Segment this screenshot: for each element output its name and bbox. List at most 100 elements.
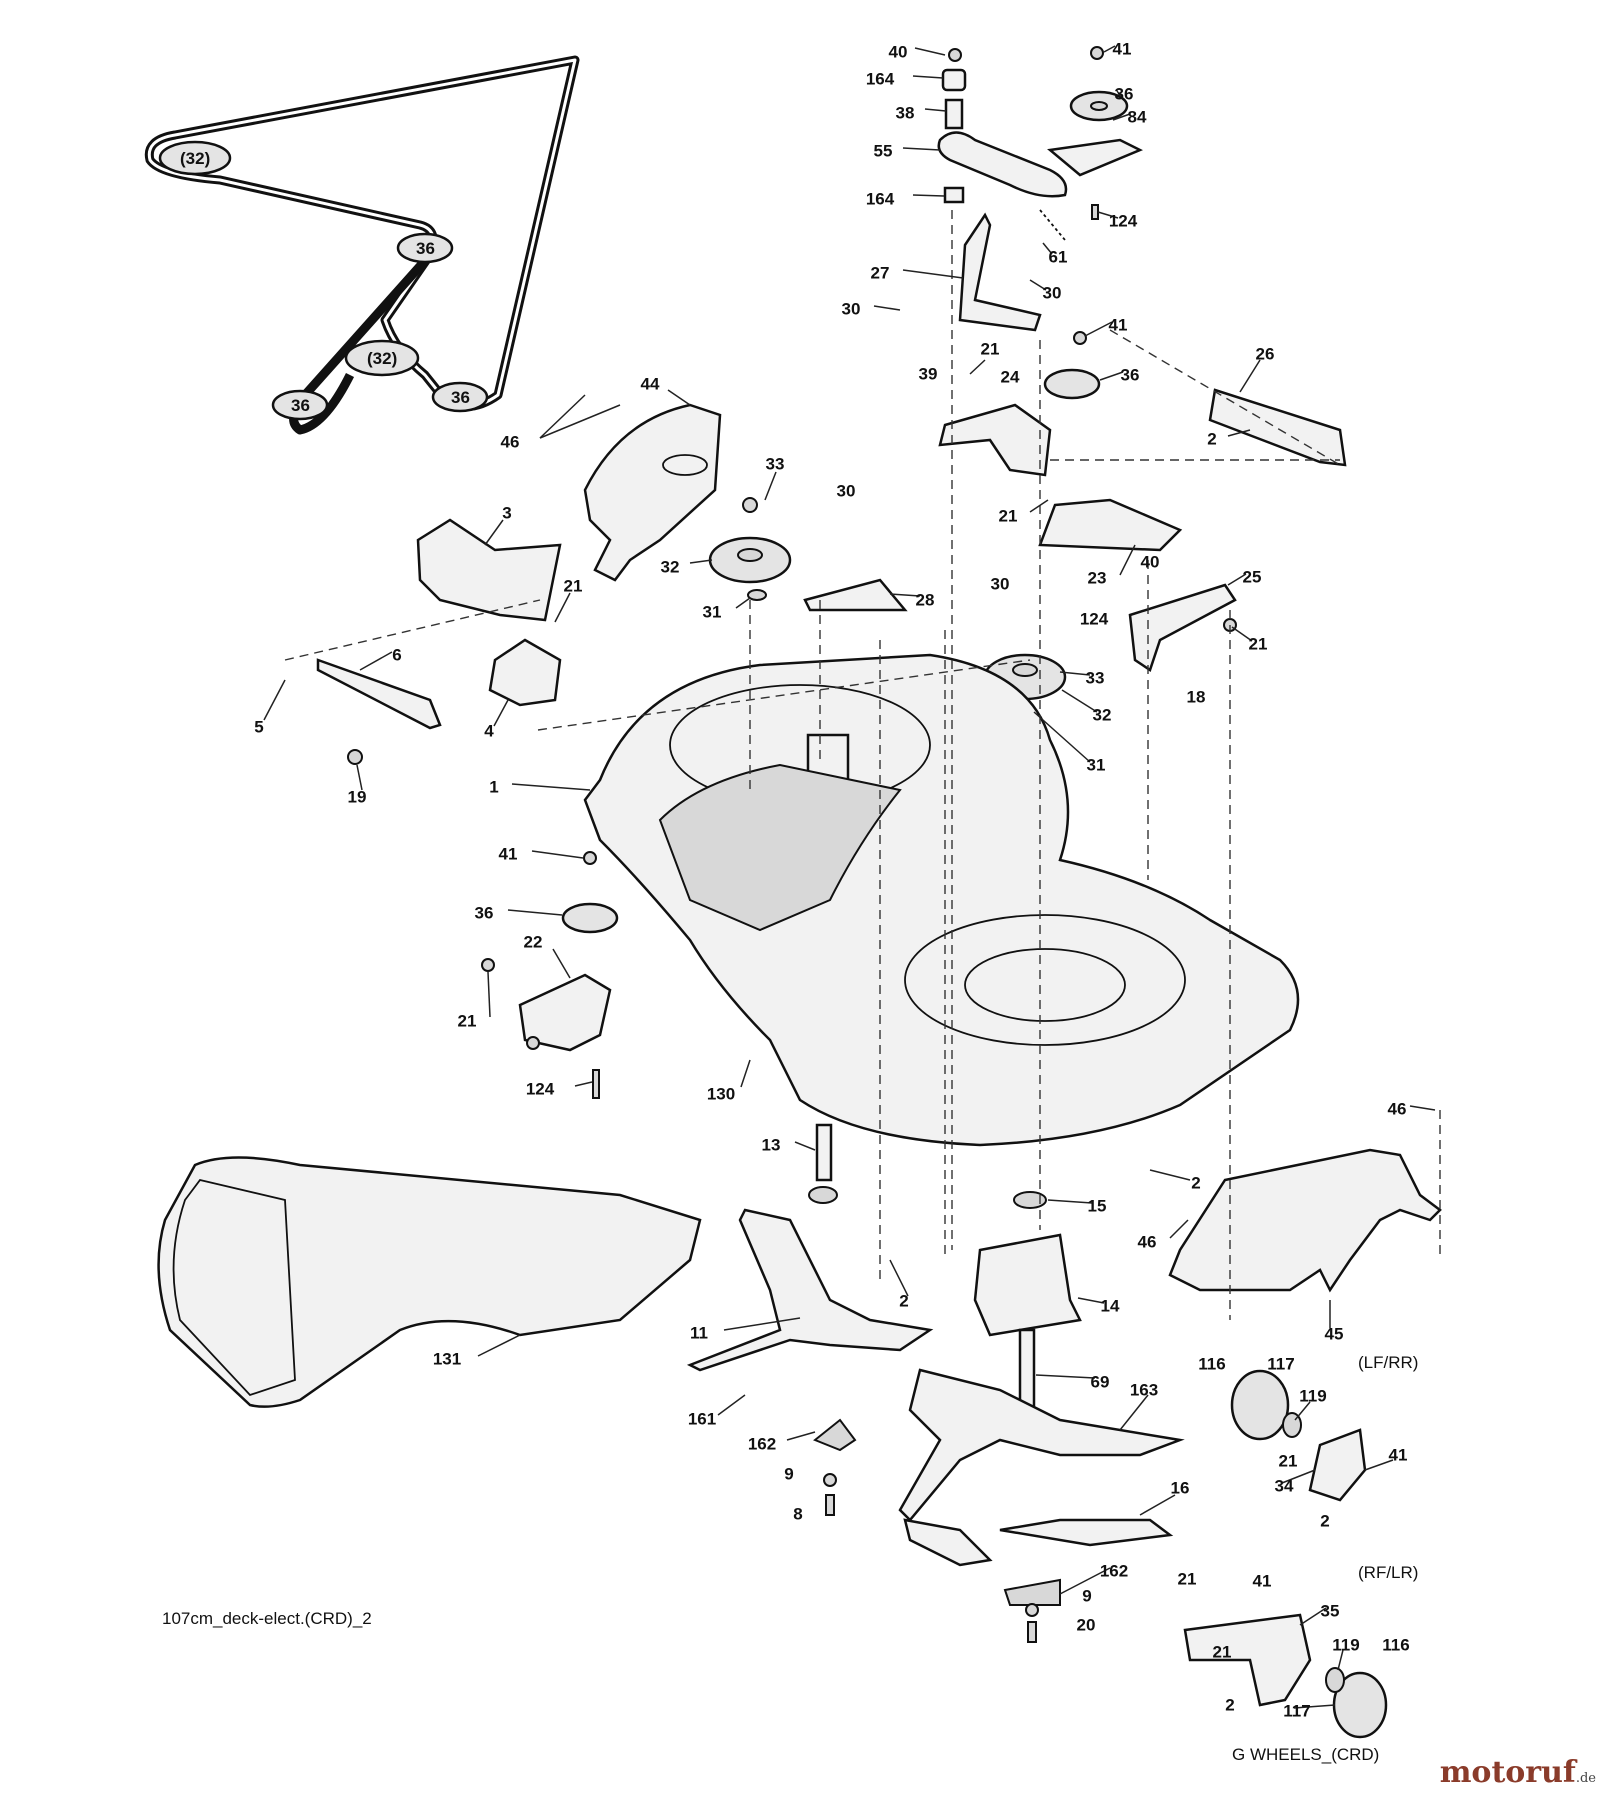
baffle-45 bbox=[1168, 1148, 1442, 1293]
part-callout-36: 36 bbox=[1115, 84, 1134, 103]
part-callout-40: 40 bbox=[889, 42, 908, 61]
part-callout-163: 163 bbox=[1130, 1380, 1158, 1399]
left-lower-parts bbox=[481, 851, 619, 1099]
part-callout-30: 30 bbox=[1043, 283, 1062, 302]
part-callout-2: 2 bbox=[899, 1291, 908, 1310]
part-callout-116: 116 bbox=[1198, 1354, 1225, 1373]
part-callout-124: 124 bbox=[526, 1079, 555, 1098]
part-callout-41: 41 bbox=[1253, 1571, 1272, 1590]
wheel-note-rf-lr: (RF/LR) bbox=[1358, 1563, 1418, 1582]
part-callout-162: 162 bbox=[748, 1434, 776, 1453]
watermark-logo: motoruf.de bbox=[1440, 1755, 1596, 1790]
part-callout-117: 117 bbox=[1267, 1354, 1294, 1373]
part-callout-21: 21 bbox=[564, 576, 583, 595]
part-callout-4: 4 bbox=[484, 721, 494, 740]
part-callout-41: 41 bbox=[1109, 315, 1128, 334]
part-callout-9: 9 bbox=[784, 1464, 793, 1483]
part-callout-26: 26 bbox=[1256, 344, 1275, 363]
part-callout-30: 30 bbox=[837, 481, 856, 500]
part-callout-124: 124 bbox=[1109, 211, 1138, 230]
diagram-caption: 107cm_deck-elect.(CRD)_2 bbox=[162, 1609, 372, 1628]
part-callout-21: 21 bbox=[1178, 1569, 1197, 1588]
part-callout-24: 24 bbox=[1001, 367, 1020, 386]
part-callout-40: 40 bbox=[1141, 552, 1160, 571]
part-callout-21: 21 bbox=[999, 506, 1018, 525]
part-callout-2: 2 bbox=[1320, 1511, 1329, 1530]
leader-lines bbox=[263, 45, 1436, 1709]
part-callout-23: 23 bbox=[1088, 568, 1107, 587]
svg-text:36: 36 bbox=[451, 388, 470, 407]
part-callout-30: 30 bbox=[991, 574, 1010, 593]
part-callout-3: 3 bbox=[502, 503, 511, 522]
part-callout-22: 22 bbox=[524, 932, 543, 951]
part-callout-61: 61 bbox=[1049, 247, 1068, 266]
watermark-text: motoruf bbox=[1439, 1755, 1576, 1790]
part-callout-35: 35 bbox=[1321, 1601, 1340, 1620]
part-callout-46: 46 bbox=[501, 432, 520, 451]
part-callout-38: 38 bbox=[896, 103, 915, 122]
part-callout-20: 20 bbox=[1077, 1615, 1096, 1634]
part-callout-31: 31 bbox=[703, 602, 722, 621]
part-callout-34: 34 bbox=[1275, 1476, 1294, 1495]
part-callout-21: 21 bbox=[1279, 1451, 1298, 1470]
part-callout-30: 30 bbox=[842, 299, 861, 318]
part-callout-13: 13 bbox=[762, 1135, 781, 1154]
part-callout-1: 1 bbox=[489, 777, 498, 796]
part-callout-6: 6 bbox=[392, 645, 401, 664]
part-callout-2: 2 bbox=[1225, 1695, 1234, 1714]
part-callout-8: 8 bbox=[793, 1504, 802, 1523]
discharge-chute bbox=[157, 1156, 702, 1408]
pulley-36-right bbox=[431, 381, 489, 413]
part-callout-41: 41 bbox=[1113, 39, 1132, 58]
part-callout-11: 11 bbox=[690, 1323, 708, 1342]
svg-text:(32): (32) bbox=[180, 149, 210, 168]
alignment-guides bbox=[284, 210, 1441, 1320]
part-callout-164: 164 bbox=[866, 189, 895, 208]
part-callout-19: 19 bbox=[348, 787, 367, 806]
part-callout-41: 41 bbox=[499, 844, 518, 863]
pulley-36-mid bbox=[396, 232, 454, 264]
part-callout-41: 41 bbox=[1389, 1445, 1408, 1464]
idler-arm-assembly bbox=[937, 46, 1144, 332]
part-callout-84: 84 bbox=[1128, 107, 1147, 126]
part-callout-124: 124 bbox=[1080, 609, 1109, 628]
part-callout-28: 28 bbox=[916, 590, 935, 609]
part-callout-16: 16 bbox=[1171, 1478, 1190, 1497]
pulley-36-left bbox=[271, 389, 329, 421]
part-callout-45: 45 bbox=[1325, 1324, 1344, 1343]
pulley-32-lower bbox=[344, 339, 420, 377]
wheel-note-lf-rr: (LF/RR) bbox=[1358, 1353, 1418, 1372]
part-callout-44: 44 bbox=[641, 374, 660, 393]
part-callout-21: 21 bbox=[458, 1011, 477, 1030]
part-callout-36: 36 bbox=[475, 903, 494, 922]
deck-housing bbox=[583, 653, 1300, 1147]
part-callout-119: 119 bbox=[1299, 1386, 1326, 1405]
part-callout-69: 69 bbox=[1091, 1372, 1110, 1391]
svg-text:(32): (32) bbox=[367, 349, 397, 368]
part-callout-32: 32 bbox=[1093, 705, 1112, 724]
part-callout-46: 46 bbox=[1388, 1099, 1407, 1118]
part-callout-119: 119 bbox=[1332, 1635, 1359, 1654]
part-callout-161: 161 bbox=[688, 1409, 716, 1428]
part-callout-9: 9 bbox=[1082, 1586, 1091, 1605]
part-callout-33: 33 bbox=[1086, 668, 1105, 687]
svg-text:36: 36 bbox=[291, 396, 310, 415]
part-callout-2: 2 bbox=[1207, 429, 1216, 448]
part-callout-33: 33 bbox=[766, 454, 785, 473]
part-callout-55: 55 bbox=[874, 141, 893, 160]
part-callout-130: 130 bbox=[707, 1084, 735, 1103]
gauge-wheels bbox=[1183, 1369, 1388, 1739]
pulley-32-top bbox=[158, 140, 232, 176]
part-callout-32: 32 bbox=[661, 557, 680, 576]
part-callout-162: 162 bbox=[1100, 1561, 1128, 1580]
part-callout-21: 21 bbox=[1249, 634, 1268, 653]
part-callout-164: 164 bbox=[866, 69, 895, 88]
part-callout-5: 5 bbox=[254, 717, 263, 736]
part-callout-21: 21 bbox=[981, 339, 1000, 358]
part-callout-14: 14 bbox=[1101, 1296, 1120, 1315]
part-callout-27: 27 bbox=[871, 263, 890, 282]
left-upper-parts bbox=[316, 403, 908, 765]
part-callout-131: 131 bbox=[433, 1349, 461, 1368]
part-callout-116: 116 bbox=[1382, 1635, 1409, 1654]
